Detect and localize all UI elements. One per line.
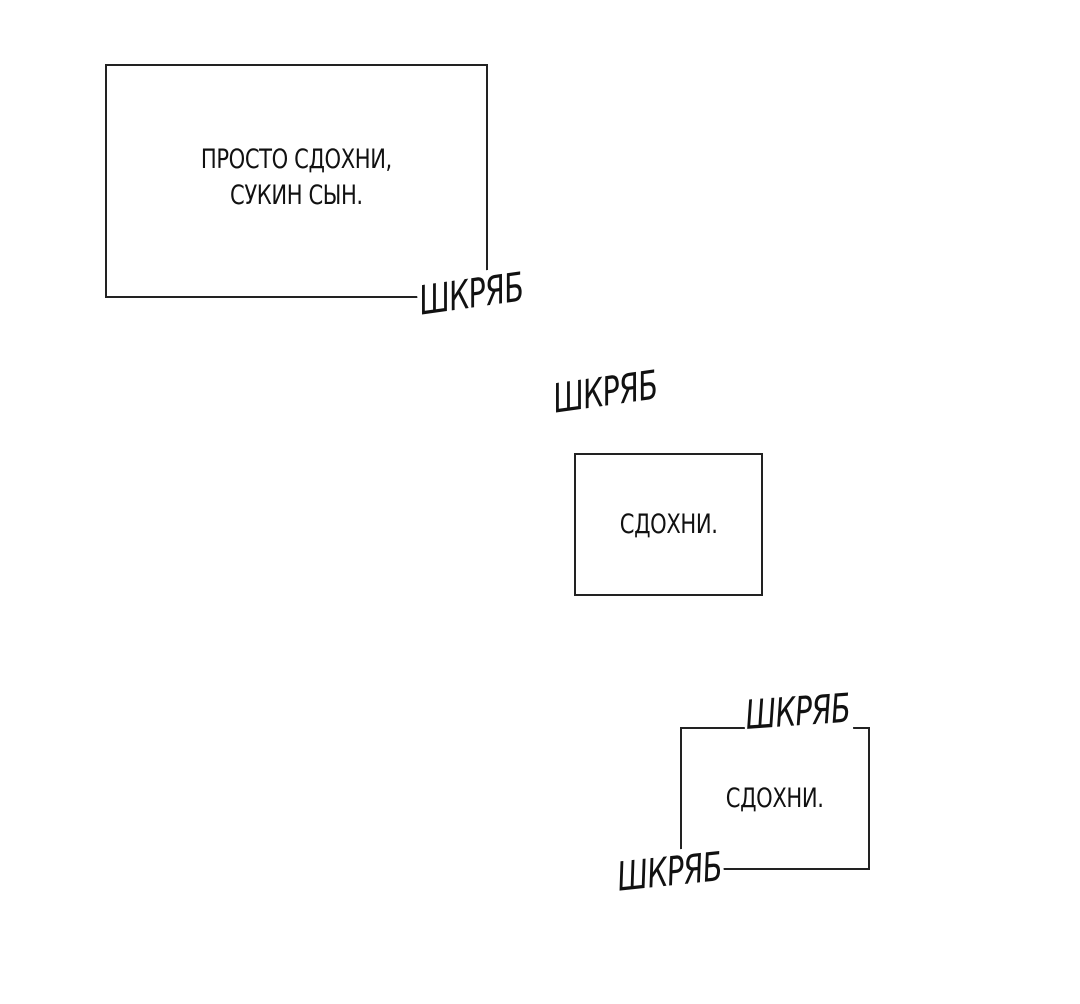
sound-effect-scratch-3: ШКРЯБ	[742, 685, 853, 739]
dialogue-line: СУКИН СЫН.	[230, 180, 363, 211]
dialogue-line: СДОХНИ.	[726, 782, 824, 814]
sound-effect-scratch-2: ШКРЯБ	[548, 362, 662, 423]
dialogue-line: ПРОСТО СДОХНИ,	[201, 144, 392, 175]
dialogue-line: СДОХНИ.	[619, 508, 718, 540]
comic-panel-1: ПРОСТО СДОХНИ, СУКИН СЫН.	[105, 64, 488, 298]
dialogue-text-3: СДОХНИ.	[726, 781, 824, 817]
sound-effect-scratch-4: ШКРЯБ	[613, 844, 726, 901]
comic-panel-2: СДОХНИ.	[574, 453, 763, 596]
dialogue-text-1: ПРОСТО СДОХНИ, СУКИН СЫН.	[201, 142, 392, 214]
dialogue-text-2: СДОХНИ.	[620, 507, 718, 543]
